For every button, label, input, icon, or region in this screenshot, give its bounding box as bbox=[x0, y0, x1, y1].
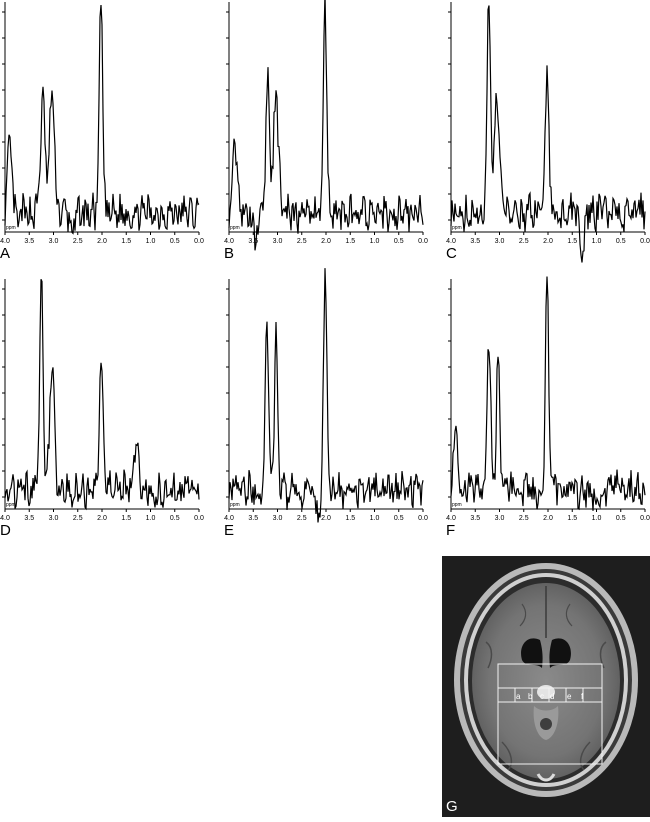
spectrum-plot-b: ppm 4.0 3.5 3.0 2.5 2.0 1.5 1.0 0.5 0.0 bbox=[224, 0, 428, 251]
spectrum-panel-e: ppm 4.0 3.5 3.0 2.5 2.0 1.5 1.0 0.5 0.0 E bbox=[224, 268, 429, 547]
spectrum-trace-c bbox=[450, 5, 646, 263]
x-tick-label: 3.5 bbox=[470, 515, 480, 522]
unit-label: ppm bbox=[230, 225, 240, 231]
x-tick-label: 2.5 bbox=[73, 238, 83, 245]
voxel-label-c: c bbox=[540, 692, 544, 701]
x-tick-label: 1.0 bbox=[370, 515, 380, 522]
panel-label-e: E bbox=[224, 522, 235, 539]
x-tick-label: 4.0 bbox=[0, 238, 10, 245]
x-tick-label: 3.0 bbox=[49, 515, 59, 522]
x-tick-label: 0.5 bbox=[616, 238, 626, 245]
x-tick-label: 0.5 bbox=[394, 238, 404, 245]
voxel-label-e: e bbox=[567, 692, 572, 701]
x-tick-label: 2.5 bbox=[519, 515, 529, 522]
x-tick-label: 1.0 bbox=[370, 238, 380, 245]
x-tick-label: 1.0 bbox=[592, 515, 602, 522]
spectrum-plot-f: ppm 4.0 3.5 3.0 2.5 2.0 1.5 1.0 0.5 0.0 bbox=[446, 276, 650, 522]
x-tick-label: 1.5 bbox=[121, 238, 131, 245]
unit-label: ppm bbox=[452, 502, 462, 508]
spectrum-trace-a bbox=[4, 4, 200, 235]
spectrum-trace-e bbox=[228, 268, 424, 523]
x-tick-label: 3.5 bbox=[248, 515, 258, 522]
unit-label: ppm bbox=[452, 225, 462, 231]
x-tick-label: 3.0 bbox=[495, 238, 505, 245]
panel-label-b: B bbox=[224, 245, 235, 262]
x-tick-label: 3.5 bbox=[24, 515, 34, 522]
spectrum-plot-e: ppm 4.0 3.5 3.0 2.5 2.0 1.5 1.0 0.5 0.0 bbox=[224, 268, 428, 523]
spectrum-trace-d bbox=[4, 279, 200, 511]
x-tick-label: 0.0 bbox=[418, 515, 428, 522]
x-tick-label: 4.0 bbox=[446, 238, 456, 245]
x-tick-label: 1.0 bbox=[592, 238, 602, 245]
x-tick-label: 1.0 bbox=[146, 515, 156, 522]
x-tick-label: 2.5 bbox=[297, 515, 307, 522]
x-tick-label: 3.0 bbox=[49, 238, 59, 245]
spectrum-panel-f: ppm 4.0 3.5 3.0 2.5 2.0 1.5 1.0 0.5 0.0 F bbox=[446, 276, 650, 547]
panel-label-f: F bbox=[446, 522, 456, 539]
panel-label-a: A bbox=[0, 245, 11, 262]
x-tick-label: 2.0 bbox=[321, 515, 331, 522]
x-tick-label: 3.0 bbox=[495, 515, 505, 522]
x-tick-label: 0.0 bbox=[640, 238, 650, 245]
unit-label: ppm bbox=[6, 502, 16, 508]
x-tick-label: 0.5 bbox=[394, 515, 404, 522]
x-tick-label: 4.0 bbox=[0, 515, 10, 522]
unit-label: ppm bbox=[6, 225, 16, 231]
spectrum-panel-d: ppm 4.0 3.5 3.0 2.5 2.0 1.5 1.0 0.5 0.0 D bbox=[0, 277, 205, 547]
x-tick-label: 0.5 bbox=[170, 515, 180, 522]
x-tick-label: 2.0 bbox=[321, 238, 331, 245]
x-tick-label: 1.5 bbox=[345, 238, 355, 245]
mri-axial-image: a b c d e f G bbox=[442, 556, 650, 817]
spectrum-plot-c: ppm 4.0 3.5 3.0 2.5 2.0 1.5 1.0 0.5 0.0 bbox=[446, 2, 650, 263]
x-tick-label: 3.5 bbox=[470, 238, 480, 245]
spectrum-plot-d: ppm 4.0 3.5 3.0 2.5 2.0 1.5 1.0 0.5 0.0 bbox=[0, 279, 204, 522]
x-tick-label: 2.0 bbox=[543, 515, 553, 522]
x-tick-label: 2.5 bbox=[297, 238, 307, 245]
x-tick-label: 0.0 bbox=[194, 238, 204, 245]
x-tick-label: 0.0 bbox=[640, 515, 650, 522]
x-tick-label: 1.0 bbox=[146, 238, 156, 245]
panel-label-d: D bbox=[0, 522, 11, 539]
x-tick-label: 2.5 bbox=[519, 238, 529, 245]
spectrum-trace-b bbox=[228, 0, 424, 251]
voxel-label-d: d bbox=[550, 692, 554, 701]
x-tick-label: 1.5 bbox=[121, 515, 131, 522]
x-tick-label: 3.0 bbox=[273, 515, 283, 522]
x-tick-label: 4.0 bbox=[446, 515, 456, 522]
spectrum-panel-a: ppm 4.0 3.5 3.0 2.5 2.0 1.5 1.0 0.5 0.0 A bbox=[0, 0, 205, 270]
x-tick-label: 0.5 bbox=[616, 515, 626, 522]
spectrum-trace-f bbox=[450, 276, 646, 511]
x-tick-label: 4.0 bbox=[224, 515, 234, 522]
x-tick-label: 0.0 bbox=[418, 238, 428, 245]
voxel-label-b: b bbox=[528, 692, 533, 701]
spectrum-panel-b: ppm 4.0 3.5 3.0 2.5 2.0 1.5 1.0 0.5 0.0 B bbox=[224, 0, 429, 270]
x-tick-label: 2.5 bbox=[73, 515, 83, 522]
x-tick-label: 3.5 bbox=[24, 238, 34, 245]
x-tick-label: 0.5 bbox=[170, 238, 180, 245]
x-tick-label: 3.0 bbox=[273, 238, 283, 245]
unit-label: ppm bbox=[230, 502, 240, 508]
voxel-label-f: f bbox=[581, 692, 584, 701]
panel-label-c: C bbox=[446, 245, 457, 262]
x-tick-label: 2.0 bbox=[97, 238, 107, 245]
x-tick-label: 3.5 bbox=[248, 238, 258, 245]
voxel-label-a: a bbox=[516, 692, 521, 701]
x-tick-label: 4.0 bbox=[224, 238, 234, 245]
panel-label-g: G bbox=[446, 798, 458, 815]
spectrum-panel-c: ppm 4.0 3.5 3.0 2.5 2.0 1.5 1.0 0.5 0.0 C bbox=[446, 0, 650, 270]
x-tick-label: 0.0 bbox=[194, 515, 204, 522]
mri-drawing: a b c d e f bbox=[442, 556, 650, 817]
x-tick-label: 2.0 bbox=[97, 515, 107, 522]
x-tick-label: 2.0 bbox=[543, 238, 553, 245]
spectrum-plot-a: ppm 4.0 3.5 3.0 2.5 2.0 1.5 1.0 0.5 0.0 bbox=[0, 2, 204, 245]
x-tick-label: 1.5 bbox=[567, 515, 577, 522]
x-tick-label: 1.5 bbox=[567, 238, 577, 245]
x-tick-label: 1.5 bbox=[345, 515, 355, 522]
